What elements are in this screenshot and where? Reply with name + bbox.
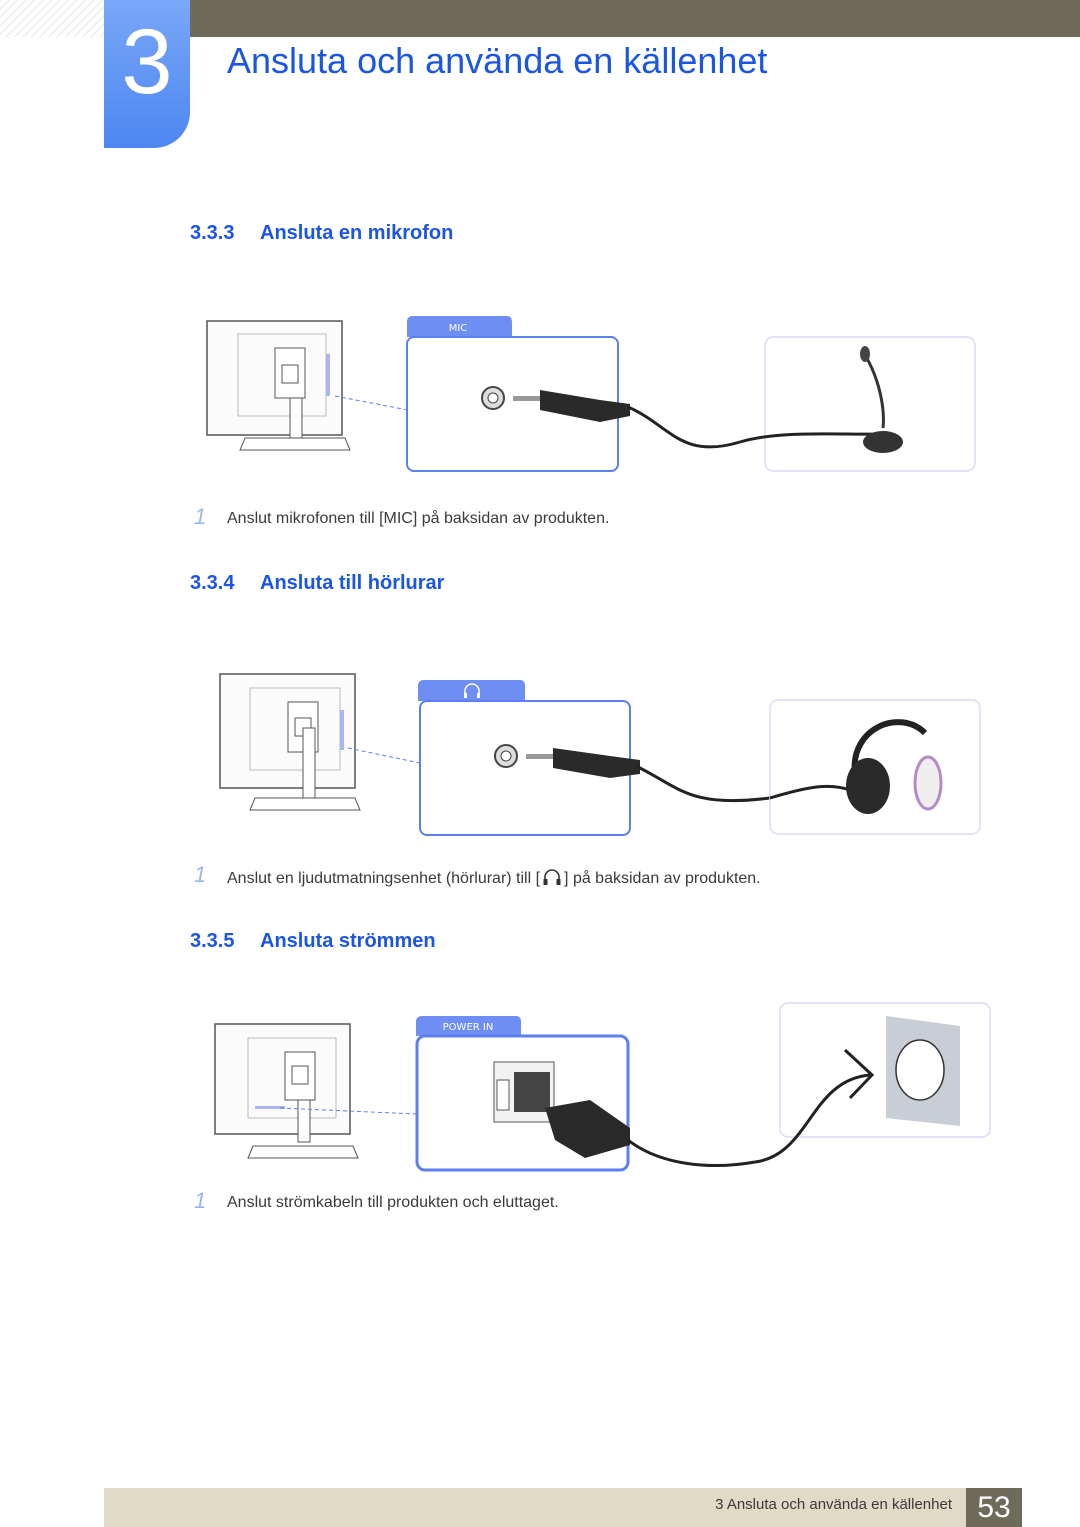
section-number: 3.3.4	[190, 572, 235, 594]
section-title: Ansluta en mikrofon	[260, 222, 454, 244]
section-number: 3.3.5	[190, 930, 235, 952]
section-heading-mic: 3.3.3 Ansluta en mikrofon	[190, 222, 453, 245]
mic-port-label: MIC	[449, 323, 468, 334]
chapter-title: Ansluta och använda en källenhet	[227, 40, 768, 81]
step-text: Anslut strömkabeln till produkten och el…	[227, 1194, 559, 1211]
footer-chapter-title: 3 Ansluta och använda en källenhet	[715, 1496, 952, 1513]
headphones-port-panel	[418, 680, 771, 836]
headphones-port-icon	[464, 683, 480, 698]
section-heading-power: 3.3.5 Ansluta strömmen	[190, 930, 436, 953]
header-pattern	[0, 0, 104, 37]
monitor-back-illustration	[206, 320, 351, 451]
page-number: 53	[966, 1488, 1022, 1527]
headphones-connection-figure	[219, 673, 981, 836]
header-bar	[190, 0, 1080, 37]
section-title: Ansluta till hörlurar	[260, 572, 445, 594]
mic-connection-figure: MIC	[206, 316, 976, 472]
headphones-icon	[543, 869, 561, 885]
power-connection-figure: POWER IN	[214, 1002, 991, 1172]
headphones-illustration	[769, 699, 981, 835]
wall-outlet-illustration	[754, 1002, 991, 1164]
step-text-before: Anslut en ljudutmatningsenhet (hörlurar)…	[227, 870, 541, 887]
section-title: Ansluta strömmen	[260, 930, 436, 952]
microphone-illustration	[739, 336, 976, 472]
page-footer: 3 Ansluta och använda en källenhet	[104, 1488, 966, 1527]
chapter-number: 3	[121, 11, 173, 113]
section-heading-headphones: 3.3.4 Ansluta till hörlurar	[190, 572, 444, 595]
step-text: Anslut en ljudutmatningsenhet (hörlurar)…	[227, 868, 761, 888]
step-number: 1	[194, 1188, 207, 1213]
step-number: 1	[194, 862, 207, 887]
monitor-back-illustration	[219, 673, 361, 811]
mic-port-panel: MIC	[406, 316, 741, 472]
power-port-label: POWER IN	[443, 1022, 494, 1033]
chapter-tab	[104, 0, 190, 148]
section-number: 3.3.3	[190, 222, 235, 244]
monitor-back-illustration	[214, 1023, 359, 1159]
step-text: Anslut mikrofonen till [MIC] på baksidan…	[227, 510, 610, 527]
step-number: 1	[194, 504, 207, 529]
step-text-after: ] på baksidan av produkten.	[564, 870, 761, 887]
power-port-panel: POWER IN	[415, 1016, 756, 1172]
